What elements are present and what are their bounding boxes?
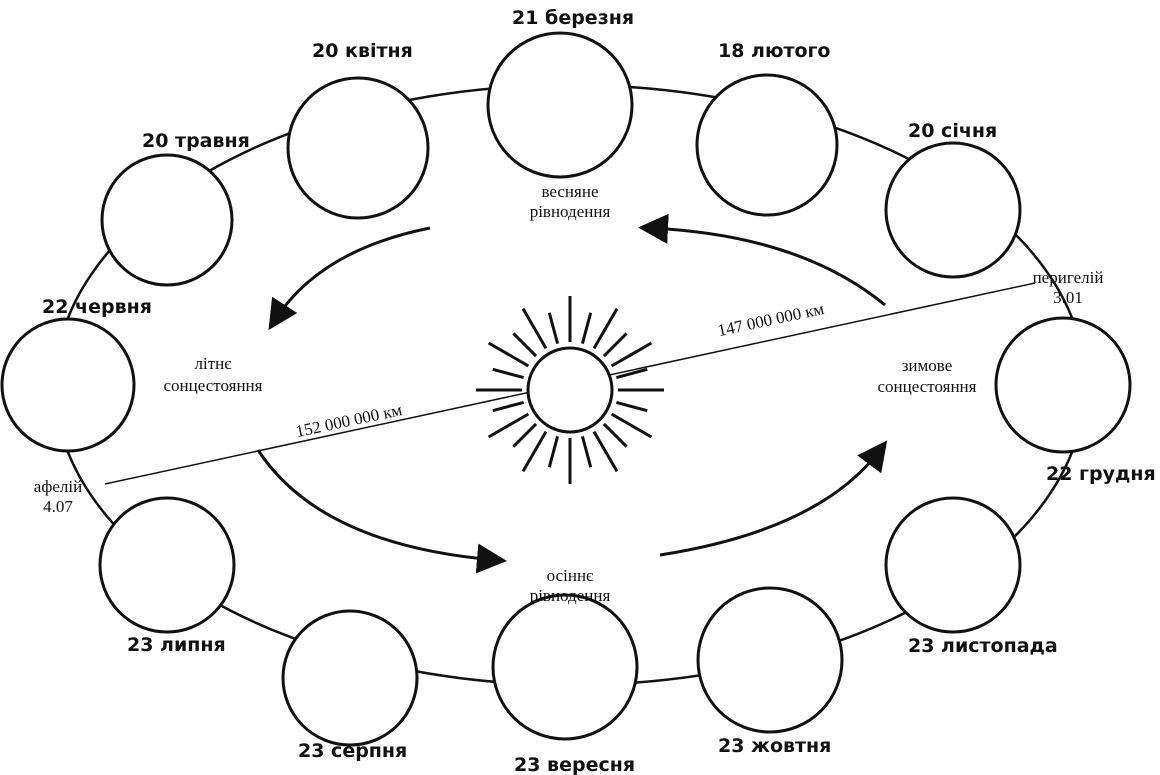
arrow-winter-to-spring [650,228,885,305]
label-23-sep: 23 вересня [514,754,635,775]
globe-21-march [488,33,632,177]
summer-solstice-line2: сонцестояння [164,376,263,395]
globe-outline [100,498,234,632]
globe-18-feb [697,75,837,215]
globe-outline [102,155,232,285]
vernal-equinox-line2: рівнодення [530,202,611,221]
sun-ray [549,436,557,467]
arrow-summer-to-autumn [258,450,495,560]
perihelion-distance: 147 000 000 км [716,299,826,340]
label-20-jan: 20 січня [908,120,997,142]
arrow-autumn-to-winter [660,450,880,555]
globe-outline [288,78,428,218]
perihelion-label: перигелій [1033,268,1104,287]
sun-ray [489,414,529,437]
globe-outline [697,75,837,215]
label-22-jun: 22 червня [42,296,152,318]
globe-outline [886,498,1020,632]
sun-ray [582,436,590,467]
label-23-nov: 23 листопада [908,635,1058,657]
autumn-equinox-line2: рівнодення [530,586,611,605]
globe-outline [488,33,632,177]
label-23-aug: 23 серпня [298,740,407,762]
aphelion-date: 4.07 [43,497,73,516]
globe-20-jan [886,143,1020,277]
label-22-dec: 22 грудня [1046,463,1156,485]
sun-ray [594,309,617,349]
label-23-jul: 23 липня [127,634,226,656]
globe-23-nov [886,498,1020,632]
sun-ray [513,424,536,447]
sun-icon [476,296,664,484]
globe-outline [996,318,1130,452]
globe-outline [283,611,417,745]
label-23-oct: 23 жовтня [718,735,831,757]
label-21-march: 21 березня [512,7,634,29]
globe-outline [886,143,1020,277]
globe-23-oct [698,588,842,732]
summer-solstice-line1: літнє [194,354,232,373]
sun-ray [493,369,524,377]
globe-outline [2,319,134,451]
globe-20-may [102,155,232,285]
globe-20-apr [288,78,428,218]
sun-ray [604,424,627,447]
globe-22-jun [2,319,134,451]
globe-23-sep [493,595,637,739]
sun-ray [612,343,652,366]
globe-outline [493,595,637,739]
sun-disk [528,348,612,432]
label-20-apr: 20 квітня [312,40,413,62]
label-20-may: 20 травня [142,130,250,152]
globe-outline [698,588,842,732]
sun-ray [523,309,546,349]
winter-solstice-line2: сонцестояння [878,377,977,396]
autumn-equinox-line1: осіннє [547,566,594,585]
arrow-spring-to-summer [275,228,430,320]
aphelion-distance: 152 000 000 км [294,400,404,441]
globe-22-dec [996,318,1130,452]
sun-ray [594,432,617,472]
winter-solstice-line1: зимове [902,356,953,375]
sun-ray [549,313,557,344]
vernal-equinox-line1: весняне [541,182,598,201]
sun-ray [513,333,536,356]
perihelion-date: 3.01 [1053,288,1083,307]
sun-ray [493,402,524,410]
aphelion-label: афелій [34,477,82,496]
sun-ray [616,402,647,410]
sun-ray [523,432,546,472]
globe-23-aug [283,611,417,745]
sun-ray [604,333,627,356]
label-18-feb: 18 лютого [718,40,831,62]
sun-ray [612,414,652,437]
sun-ray [489,343,529,366]
globe-23-jul [100,498,234,632]
sun-ray [582,313,590,344]
